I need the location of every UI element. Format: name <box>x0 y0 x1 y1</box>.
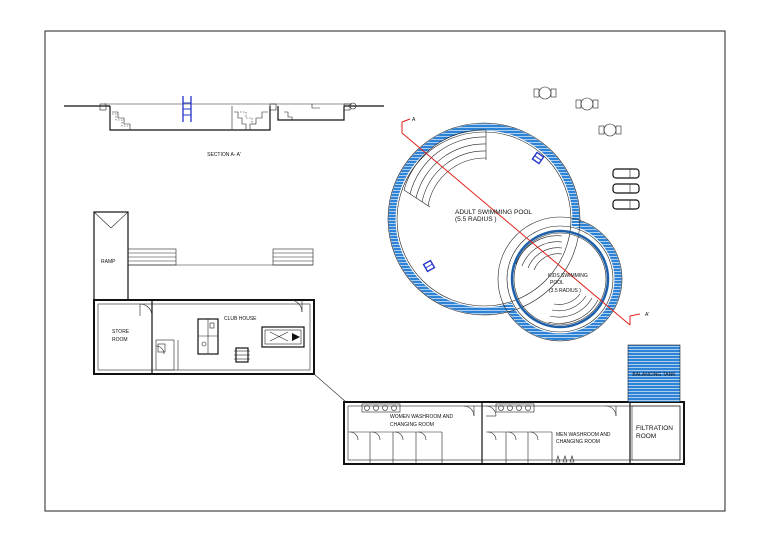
ramp <box>93 211 129 301</box>
adult-pool-label: ADULT SWIMMING POOL <box>455 209 532 216</box>
sheet-border <box>44 30 726 512</box>
pool-ladder-top-icon <box>531 151 545 165</box>
filtration-room-label-2: ROOM <box>636 433 656 440</box>
pool-ladder-left-icon <box>422 259 436 273</box>
table-set-icon <box>575 97 599 111</box>
pools: A A' ADULT SWIMMING POOL (5.5 RADIUS ) K… <box>387 117 649 342</box>
balancing-tank-label: BALANCING TANK <box>632 372 676 378</box>
kids-pool-label-1: KIDS SWIMMING <box>548 273 588 279</box>
section-mark-a-prime: A' <box>645 312 649 318</box>
club-house-plan: RAMP STORE ROOM CLUB HOUSE <box>93 211 347 403</box>
lounger-icon <box>612 168 640 179</box>
lounger-icon <box>612 199 640 210</box>
section-title: SECTION A- A' <box>207 152 241 158</box>
ladder-icon <box>182 96 192 122</box>
game-table-icon <box>234 347 250 363</box>
kids-pool-label-3: (3.5 RADIUS ) <box>549 288 581 294</box>
table-set-icon <box>533 86 557 100</box>
store-room-label-1: STORE <box>112 329 130 335</box>
outdoor-furniture <box>533 86 640 210</box>
section-mark-a: A <box>412 117 416 123</box>
store-room-label-2: ROOM <box>112 337 128 343</box>
wash-basin-icon <box>361 403 401 413</box>
men-washroom: MEN WASHROOM AND CHANGING ROOM <box>485 403 617 464</box>
snooker-table-icon <box>261 326 305 348</box>
adult-pool-steps <box>403 129 487 208</box>
section-drawing: SECTION A- A' <box>64 96 384 158</box>
service-block: WOMEN WASHROOM AND CHANGING ROOM <box>343 344 685 465</box>
men-washroom-label-2: CHANGING ROOM <box>556 439 600 445</box>
urinal-icon <box>555 455 575 463</box>
kids-pool-label-2: POOL <box>550 280 564 286</box>
adult-pool-radius: (5.5 RADIUS ) <box>455 216 497 223</box>
section-line <box>401 118 641 326</box>
entrance-steps <box>127 248 314 266</box>
women-washroom-label-1: WOMEN WASHROOM AND <box>390 414 454 420</box>
table-set-icon <box>598 123 622 137</box>
club-house-label: CLUB HOUSE <box>224 316 257 322</box>
table-tennis-icon <box>197 318 219 355</box>
women-washroom: WOMEN WASHROOM AND CHANGING ROOM <box>348 403 475 464</box>
filtration-room-label-1: FILTRATION <box>636 425 673 432</box>
kids-pool-rings <box>510 229 610 329</box>
men-washroom-label-1: MEN WASHROOM AND <box>556 432 611 438</box>
ramp-label: RAMP <box>101 259 116 265</box>
wash-basin-icon <box>495 403 535 413</box>
lounger-icon <box>612 183 640 194</box>
women-washroom-label-2: CHANGING ROOM <box>390 422 434 428</box>
balancing-tank: BALANCING TANK <box>627 344 681 403</box>
